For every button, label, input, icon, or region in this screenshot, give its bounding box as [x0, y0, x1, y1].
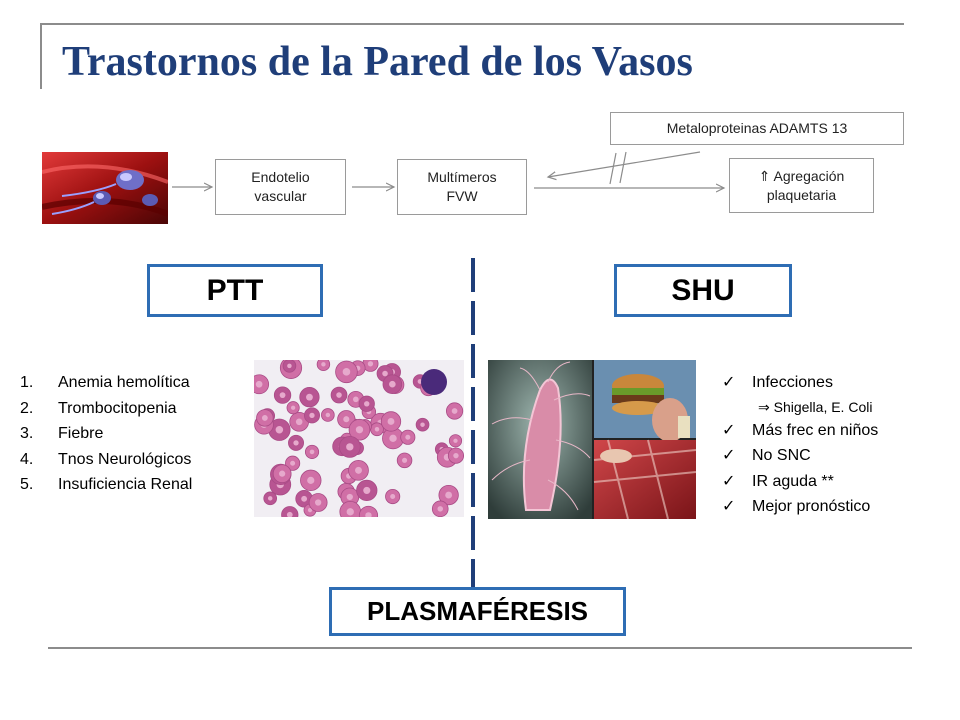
shu-feature-list: ✓Infecciones ⇒ Shigella, E. Coli ✓Más fr…	[722, 370, 878, 520]
check-icon: ✓	[722, 374, 736, 391]
metaloproteinas-label: Metaloproteinas ADAMTS 13	[666, 120, 848, 136]
list-item: 3.Fiebre	[20, 425, 104, 442]
dashed-divider	[471, 258, 475, 590]
multimeros-line2: FVW	[446, 188, 478, 204]
page-title: Trastornos de la Pared de los Vasos	[62, 39, 693, 85]
agregacion-line1: Agregación	[773, 167, 845, 184]
list-item: 2.Trombocitopenia	[20, 399, 177, 417]
plasmaferesis-box: PLASMAFÉRESIS	[329, 587, 626, 636]
endotelio-line1: Endotelio	[251, 169, 310, 185]
list-subitem: ⇒ Shigella, E. Coli	[758, 398, 873, 415]
implies-arrow-icon: ⇒	[758, 398, 770, 415]
list-item: 4.Tnos Neurológicos	[20, 450, 192, 468]
up-arrow-icon: ⇑	[758, 167, 771, 184]
check-icon: ✓	[722, 421, 736, 439]
agregacion-line2: plaquetaria	[766, 186, 837, 203]
shu-label: SHU	[671, 273, 735, 307]
bacteria-food-collage	[488, 360, 696, 519]
multimeros-box: Multímeros FVW	[397, 159, 527, 215]
left-rule	[40, 23, 42, 89]
shu-box: SHU	[614, 264, 792, 317]
agregacion-box: ⇑ Agregación plaquetaria	[729, 158, 874, 213]
ptt-box: PTT	[147, 264, 323, 317]
ptt-symptom-list: 1.Anemia hemolítica 2.Trombocitopenia 3.…	[20, 370, 192, 498]
check-icon: ✓	[722, 472, 736, 490]
bottom-rule	[48, 647, 912, 649]
blood-vessel-image	[42, 152, 168, 224]
check-icon: ✓	[722, 498, 736, 515]
list-item: 1.Anemia hemolítica	[20, 374, 190, 391]
list-item: ✓Mejor pronóstico	[722, 494, 878, 520]
flow-arrows	[172, 151, 960, 240]
blood-smear-image	[254, 360, 464, 517]
multimeros-line1: Multímeros	[427, 169, 497, 185]
list-item: ✓Infecciones	[722, 370, 878, 396]
list-item: ✓Más frec en niños	[722, 418, 878, 444]
ptt-label: PTT	[206, 273, 264, 307]
list-item: 5.Insuficiencia Renal	[20, 476, 193, 493]
metaloproteinas-box: Metaloproteinas ADAMTS 13	[610, 112, 904, 145]
endotelio-box: Endotelio vascular	[215, 159, 346, 215]
plasmaferesis-label: PLASMAFÉRESIS	[366, 596, 589, 626]
top-rule	[40, 23, 904, 25]
list-item: ✓No SNC	[722, 443, 878, 469]
endotelio-line2: vascular	[254, 188, 307, 204]
list-item: ✓IR aguda **	[722, 469, 878, 495]
check-icon: ✓	[722, 447, 736, 464]
